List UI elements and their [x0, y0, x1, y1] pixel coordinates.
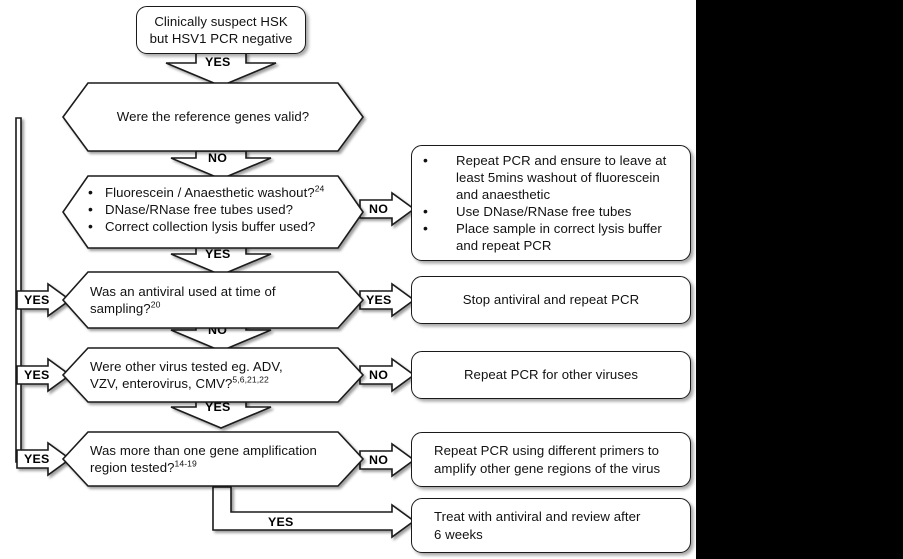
node-start[interactable]: Clinically suspect HSK but HSV1 PCR nega… [136, 6, 306, 54]
node-decision-reference-genes[interactable]: Were the reference genes valid? [62, 82, 364, 152]
label-decision2-no-right: NO [369, 202, 389, 216]
decision3-line-2-text: sampling? [90, 301, 151, 316]
decision2-bullet-0: Fluorescein / Anaesthetic washout?24 [84, 183, 325, 201]
decision4-line-2-text: VZV, enterovirus, CMV? [90, 376, 233, 391]
node-decision-antiviral-at-sampling[interactable]: Was an antiviral used at time of samplin… [61, 271, 365, 329]
decision2-bullet-list: Fluorescein / Anaesthetic washout?24 DNa… [84, 183, 325, 236]
label-decision4-no-right: NO [369, 368, 389, 382]
decision5-line-1: Was more than one gene amplification [90, 442, 317, 458]
flowchart-sheet: YES NO YES NO YES NO YES NO NO YES YES Y… [0, 0, 696, 559]
decision2-bullet-2-text: Correct collection lysis buffer used? [105, 219, 316, 235]
connector-decision5-yes-to-outcome5 [212, 486, 416, 539]
outcome1-bullet-2: Place sample in correct lysis buffer and… [418, 219, 680, 254]
node-outcome-repeat-pcr-other-viruses[interactable]: Repeat PCR for other viruses [411, 351, 691, 399]
label-start-yes: YES [205, 55, 231, 69]
decision3-ref: 20 [150, 299, 161, 310]
node-decision-gene-amplification[interactable]: Was more than one gene amplification reg… [61, 431, 365, 487]
node-outcome-repeat-pcr-handling[interactable]: Repeat PCR and ensure to leave at least … [411, 145, 691, 261]
label-decision2-yes: YES [205, 247, 231, 261]
decision1-text: Were the reference genes valid? [116, 109, 310, 125]
decision4-ref: 5,6,21,22 [232, 374, 269, 385]
label-decision1-no: NO [208, 151, 228, 165]
label-left-yes-decision5: YES [24, 452, 50, 466]
decision2-bullet-0-ref: 24 [314, 183, 325, 194]
start-line-1: Clinically suspect HSK [154, 13, 288, 29]
decision2-bullet-1: DNase/RNase free tubes used? [84, 200, 324, 218]
outcome2-text: Stop antiviral and repeat PCR [462, 292, 640, 308]
node-outcome-different-primers[interactable]: Repeat PCR using different primers to am… [411, 432, 691, 487]
node-decision-other-viruses[interactable]: Were other virus tested eg. ADV, VZV, en… [61, 347, 365, 403]
outcome5-line-1: Treat with antiviral and review after [434, 509, 641, 525]
outcome1-bullet-0: Repeat PCR and ensure to leave at least … [418, 151, 680, 203]
decision3-line-1: Was an antiviral used at time of [90, 283, 276, 299]
outcome1-bullet-list: Repeat PCR and ensure to leave at least … [418, 151, 680, 255]
label-decision4-yes: YES [205, 400, 231, 414]
node-decision-sample-handling[interactable]: Fluorescein / Anaesthetic washout?24 DNa… [62, 175, 364, 249]
label-decision5-no-right: NO [369, 453, 389, 467]
decision4-line-2: VZV, enterovirus, CMV?5,6,21,22 [90, 375, 283, 392]
node-outcome-stop-antiviral[interactable]: Stop antiviral and repeat PCR [411, 276, 691, 324]
decision5-line-2-text: region tested? [90, 460, 175, 475]
label-left-yes-decision3: YES [24, 293, 50, 307]
label-left-yes-decision4: YES [24, 368, 50, 382]
outcome1-bullet-1: Use DNase/RNase free tubes [418, 202, 680, 220]
decision2-bullet-0-text: Fluorescein / Anaesthetic washout? [105, 185, 315, 200]
connector-left-feedback-spine [15, 117, 22, 463]
label-decision5-yes-bottom: YES [268, 515, 294, 529]
outcome4-line-1: Repeat PCR using different primers to [434, 443, 660, 459]
label-decision3-yes-right: YES [366, 293, 392, 307]
outcome5-line-2: 6 weeks [434, 526, 483, 542]
decision3-line-2: sampling?20 [90, 300, 276, 317]
decision4-line-1: Were other virus tested eg. ADV, [90, 358, 283, 374]
decision2-bullet-2: Correct collection lysis buffer used? [84, 217, 324, 235]
decision5-ref: 14-19 [174, 458, 197, 469]
node-outcome-treat-antiviral[interactable]: Treat with antiviral and review after 6 … [411, 498, 691, 553]
start-line-2: but HSV1 PCR negative [149, 31, 293, 46]
decision5-line-2: region tested?14-19 [90, 459, 317, 476]
decision2-bullet-1-text: DNase/RNase free tubes used? [105, 202, 294, 218]
outcome4-line-2: amplify other gene regions of the virus [434, 460, 661, 476]
outcome3-text: Repeat PCR for other viruses [463, 367, 639, 383]
